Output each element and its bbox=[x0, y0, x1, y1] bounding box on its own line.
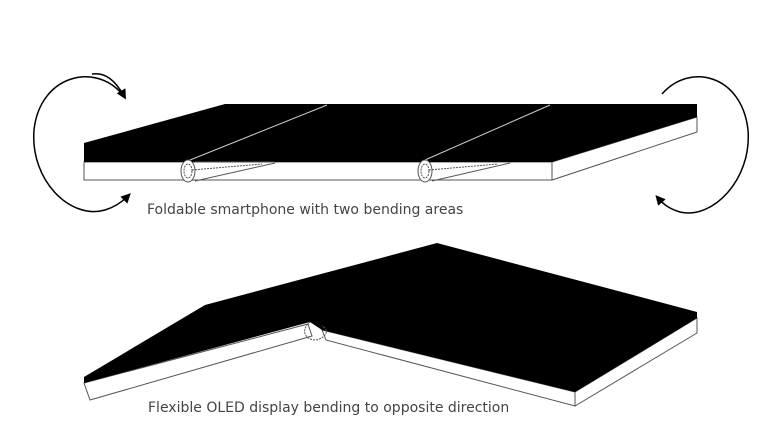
hinge-2 bbox=[417, 159, 511, 183]
caption-flexible: Flexible OLED display bending to opposit… bbox=[148, 400, 510, 416]
phone-base-front bbox=[83, 161, 553, 181]
oled-base-left bbox=[83, 323, 313, 401]
oled-bend-area bbox=[304, 321, 327, 341]
fold-line-2 bbox=[424, 104, 551, 161]
caption-foldable: Foldable smartphone with two bending are… bbox=[147, 202, 464, 218]
foldable-phone bbox=[33, 72, 749, 214]
flexible-oled bbox=[83, 243, 698, 407]
hinge-1 bbox=[180, 159, 276, 183]
phone-display bbox=[84, 104, 697, 162]
fold-line-1 bbox=[189, 104, 328, 161]
rotate-arrow-left bbox=[33, 76, 131, 213]
phone-base-side bbox=[551, 116, 698, 181]
oled-display bbox=[84, 243, 697, 392]
rotate-arrow-right bbox=[655, 76, 749, 214]
